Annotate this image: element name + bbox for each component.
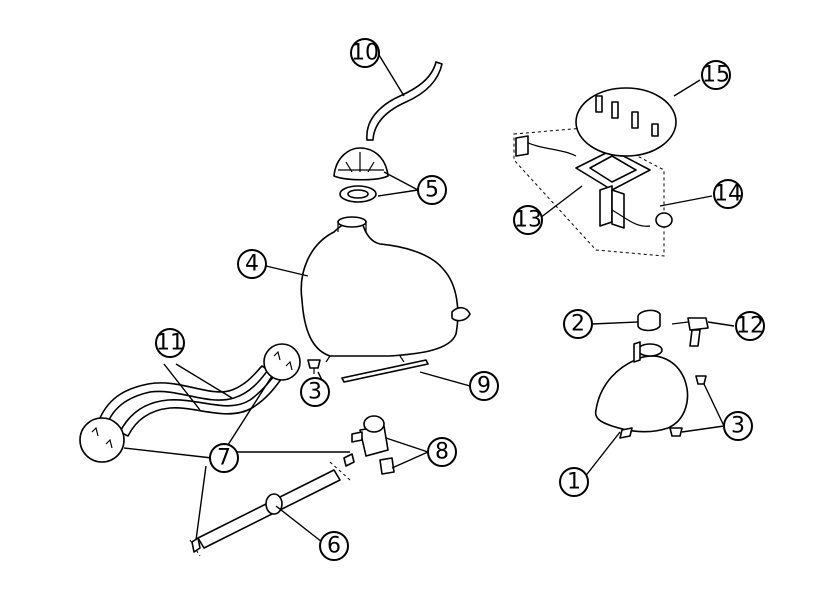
callout-14: 14 <box>713 179 743 209</box>
tank-strap <box>341 359 429 383</box>
callout-15: 15 <box>701 60 731 90</box>
callout-9: 9 <box>469 371 499 401</box>
hose-clamp-detail-left <box>79 417 125 463</box>
fuel-tank <box>300 216 471 363</box>
fuel-hoses <box>99 365 283 437</box>
callout-2-label: 2 <box>571 312 585 337</box>
breather-hose <box>366 61 443 141</box>
hose-clamp-detail-right <box>263 343 301 381</box>
callout-9-label: 9 <box>477 374 491 399</box>
callout-1-label: 1 <box>567 470 581 495</box>
callout-8: 8 <box>427 437 457 467</box>
sending-unit-group <box>513 127 673 257</box>
callout-8-label: 8 <box>435 440 449 465</box>
callout-3-right-label: 3 <box>731 414 745 439</box>
fuel-cock <box>351 415 395 475</box>
callout-6-label: 6 <box>327 534 341 559</box>
callout-14-label: 14 <box>714 182 742 207</box>
callout-12: 12 <box>735 311 765 341</box>
callout-15-label: 15 <box>702 63 730 88</box>
hose-fitting <box>671 317 709 347</box>
callout-4-label: 4 <box>245 252 259 277</box>
reserve-tank-cap <box>637 309 661 332</box>
mounting-bolt-left <box>307 359 321 374</box>
callout-3-left-label: 3 <box>308 380 322 405</box>
sending-unit-bolts-detail <box>575 87 677 157</box>
callout-1: 1 <box>559 467 589 497</box>
callout-4: 4 <box>237 249 267 279</box>
fuel-line <box>189 461 351 557</box>
callout-13: 13 <box>513 205 543 235</box>
callout-3-right: 3 <box>723 411 753 441</box>
fuel-cap-gasket <box>339 185 377 203</box>
callout-3-left: 3 <box>300 377 330 407</box>
callout-13-label: 13 <box>514 208 542 233</box>
callout-5-label: 5 <box>425 178 439 203</box>
callout-11-label: 11 <box>156 331 184 356</box>
mounting-bolts-right <box>669 375 707 437</box>
callout-2: 2 <box>563 309 593 339</box>
callout-5: 5 <box>417 175 447 205</box>
callout-6: 6 <box>319 531 349 561</box>
callout-10-label: 10 <box>351 41 379 66</box>
leader-lines <box>123 54 735 543</box>
callout-10: 10 <box>350 38 380 68</box>
callout-12-label: 12 <box>736 314 764 339</box>
callout-7-label: 7 <box>217 446 231 471</box>
callout-11: 11 <box>155 328 185 358</box>
reserve-tank <box>594 341 689 439</box>
fuel-cap <box>333 147 389 181</box>
callout-7: 7 <box>209 443 239 473</box>
